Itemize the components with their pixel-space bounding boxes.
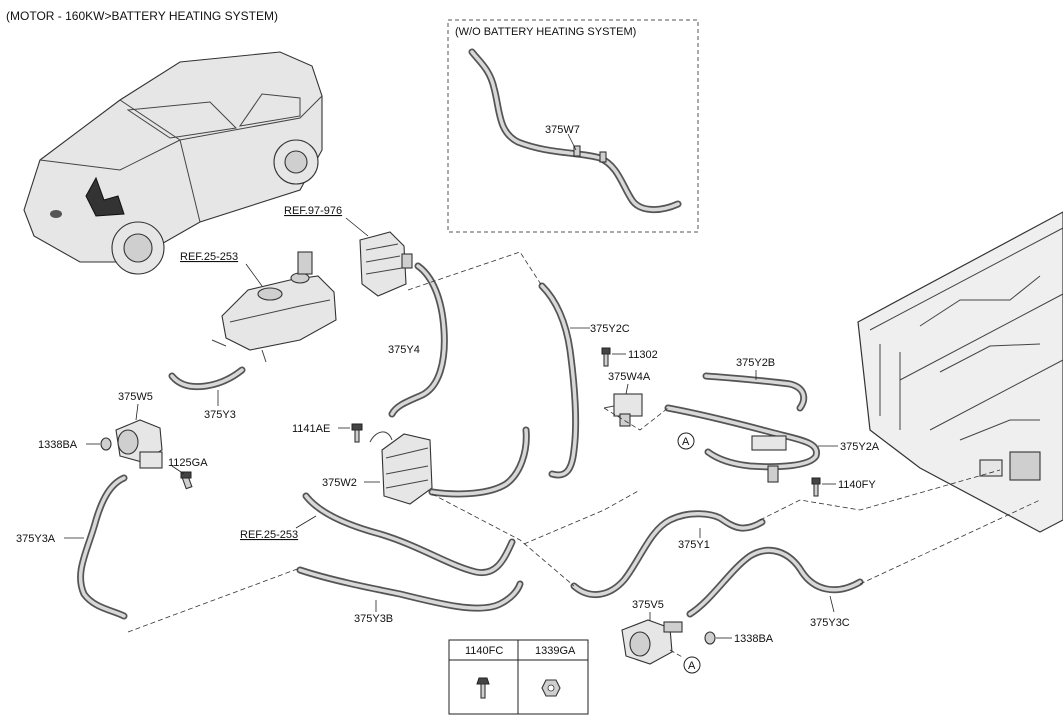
hose-375Y4[interactable] bbox=[388, 262, 448, 418]
ref-97-976: REF.97-976 bbox=[284, 205, 342, 217]
label-375W7: 375W7 bbox=[545, 124, 580, 136]
label-375Y4: 375Y4 bbox=[388, 344, 420, 356]
nut-1338BA-right bbox=[704, 631, 716, 645]
bolt-1125GA bbox=[180, 471, 193, 490]
bolt-1140FC-icon bbox=[476, 677, 490, 699]
inset-title: (W/O BATTERY HEATING SYSTEM) bbox=[455, 26, 636, 38]
hose-375Y2A[interactable] bbox=[664, 404, 820, 483]
valve-375W4A[interactable] bbox=[603, 393, 643, 427]
label-11302: 11302 bbox=[628, 349, 658, 361]
valve-375V5[interactable] bbox=[621, 619, 683, 665]
label-1338BA-right: 1338BA bbox=[734, 633, 774, 645]
bolt-1140FY bbox=[811, 477, 821, 497]
nut-1339GA-icon bbox=[541, 679, 561, 697]
hose-375Y2C[interactable] bbox=[538, 282, 580, 479]
hose-375W7[interactable] bbox=[468, 48, 682, 213]
hose-375Y2B[interactable] bbox=[702, 372, 808, 412]
reference-circle-a-lower: A bbox=[683, 656, 701, 674]
hose-375Y3C[interactable] bbox=[686, 546, 864, 618]
label-375Y3A: 375Y3A bbox=[16, 533, 56, 545]
reference-circle-a-upper: A bbox=[677, 432, 695, 450]
ref-25-253-upper: REF.25-253 bbox=[180, 251, 238, 263]
ref-25-253-lower: REF.25-253 bbox=[240, 529, 298, 541]
hose-heater-out[interactable] bbox=[428, 426, 530, 498]
label-375Y1: 375Y1 bbox=[678, 539, 710, 551]
vehicle-illustration bbox=[23, 51, 323, 275]
table-header-1140FC: 1140FC bbox=[465, 645, 503, 657]
label-375Y3C: 375Y3C bbox=[810, 617, 850, 629]
heater-block bbox=[359, 231, 413, 297]
label-375W4A: 375W4A bbox=[608, 371, 651, 383]
label-1140FY: 1140FY bbox=[838, 479, 876, 491]
hose-375Y3A[interactable] bbox=[77, 474, 128, 620]
hose-ref-25-253[interactable] bbox=[302, 492, 516, 577]
label-375Y3: 375Y3 bbox=[204, 409, 236, 421]
label-375Y2A: 375Y2A bbox=[840, 441, 880, 453]
hose-375Y3[interactable] bbox=[168, 366, 246, 391]
label-375V5: 375V5 bbox=[632, 599, 664, 611]
fastener-table: 1140FC 1339GA bbox=[448, 639, 589, 715]
diagram-title: (MOTOR - 160KW>BATTERY HEATING SYSTEM) bbox=[6, 9, 278, 23]
label-375W5: 375W5 bbox=[118, 391, 153, 403]
label-1125GA: 1125GA bbox=[168, 457, 208, 469]
table-header-1339GA: 1339GA bbox=[535, 645, 576, 657]
hose-375Y3B[interactable] bbox=[296, 566, 524, 612]
label-375Y3B: 375Y3B bbox=[354, 613, 393, 625]
pump-375W5[interactable] bbox=[115, 419, 163, 469]
bolt-1141AE bbox=[351, 423, 363, 443]
coolant-reservoir bbox=[211, 251, 337, 363]
connection-lines bbox=[127, 251, 1041, 659]
hose-375Y1[interactable] bbox=[570, 510, 766, 598]
bolt-11302 bbox=[601, 347, 611, 367]
label-375Y2C: 375Y2C bbox=[590, 323, 630, 335]
svg-text:A: A bbox=[682, 436, 690, 448]
label-375W2: 375W2 bbox=[322, 477, 357, 489]
svg-text:A: A bbox=[688, 660, 696, 672]
heater-375W2[interactable] bbox=[369, 431, 433, 505]
battery-pack bbox=[857, 211, 1063, 533]
label-1338BA-left: 1338BA bbox=[38, 439, 78, 451]
label-375Y2B: 375Y2B bbox=[736, 357, 775, 369]
label-1141AE: 1141AE bbox=[292, 423, 330, 435]
nut-1338BA-left bbox=[100, 437, 112, 451]
